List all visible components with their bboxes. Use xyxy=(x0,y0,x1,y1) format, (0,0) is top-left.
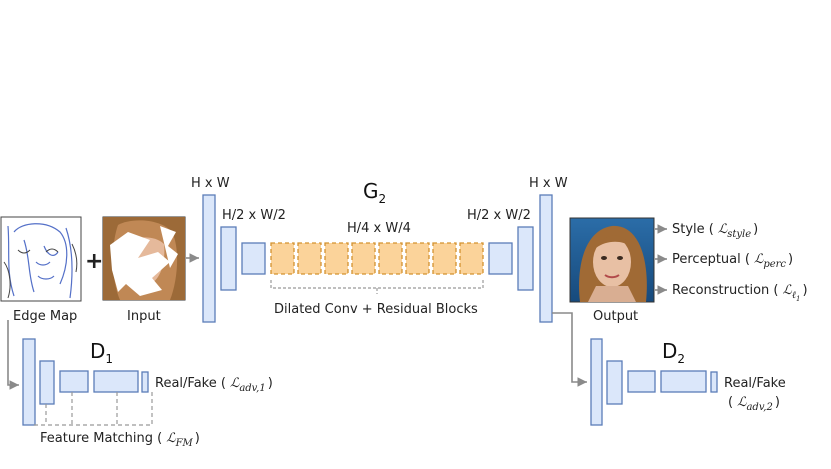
size-label-hw-right: H x W xyxy=(529,176,568,191)
output-image xyxy=(569,217,655,303)
encoder-layer-2 xyxy=(220,226,237,291)
decoder-layer-1 xyxy=(488,242,513,275)
d1-title: D1 xyxy=(90,339,113,366)
d2-layer-1 xyxy=(590,338,603,426)
size-label-h4w4: H/4 x W/4 xyxy=(347,221,411,236)
residual-block xyxy=(378,242,403,275)
residual-block xyxy=(405,242,430,275)
d2-title: D2 xyxy=(662,339,685,366)
d2-adv-loss-label: (ℒadv,2) xyxy=(728,395,780,413)
dilated-label: Dilated Conv + Residual Blocks xyxy=(274,302,478,317)
size-label-h2w2-left: H/2 x W/2 xyxy=(222,208,286,223)
d2-layer-3 xyxy=(627,370,656,393)
residual-block xyxy=(351,242,376,275)
residual-block xyxy=(432,242,457,275)
input-label: Input xyxy=(127,309,161,324)
residual-block xyxy=(324,242,349,275)
edge-map-label: Edge Map xyxy=(13,309,77,324)
d1-layer-3 xyxy=(59,370,89,393)
d1-real-fake-label: Real/Fake (ℒadv,1) xyxy=(155,376,273,394)
d1-layer-5 xyxy=(141,371,149,393)
edge-map-image xyxy=(0,216,82,302)
d2-layer-4 xyxy=(660,370,707,393)
encoder-layer-3 xyxy=(241,242,266,275)
decoder-layer-3 xyxy=(539,194,553,323)
residual-block xyxy=(270,242,295,275)
plus-sign: + xyxy=(85,249,103,274)
d2-real-fake-label: Real/Fake xyxy=(724,376,786,391)
dilated-bracket xyxy=(270,280,484,294)
d1-layer-2 xyxy=(39,360,55,405)
d1-layer-4 xyxy=(93,370,139,393)
style-loss-label: Style (ℒstyle) xyxy=(672,222,758,240)
residual-block xyxy=(297,242,322,275)
size-label-hw-left: H x W xyxy=(191,176,230,191)
feature-matching-connectors xyxy=(34,392,153,426)
d2-input-arrow xyxy=(552,312,587,387)
reconstruction-loss-label: Reconstruction (ℒℓ1) xyxy=(672,283,808,303)
output-label: Output xyxy=(593,309,638,324)
feature-matching-label: Feature Matching (ℒFM) xyxy=(40,431,200,449)
residual-blocks xyxy=(270,242,484,275)
d2-layer-5 xyxy=(710,371,718,393)
d1-layer-1 xyxy=(22,338,36,426)
size-label-h2w2-right: H/2 x W/2 xyxy=(467,208,531,223)
residual-block xyxy=(459,242,484,275)
d2-layer-2 xyxy=(606,360,623,405)
d1-input-arrow xyxy=(7,320,19,390)
encoder-layer-1 xyxy=(202,194,216,323)
perceptual-loss-label: Perceptual (ℒperc) xyxy=(672,252,793,270)
decoder-layer-2 xyxy=(517,226,534,291)
generator-title: G2 xyxy=(363,179,386,206)
input-image xyxy=(102,216,186,301)
